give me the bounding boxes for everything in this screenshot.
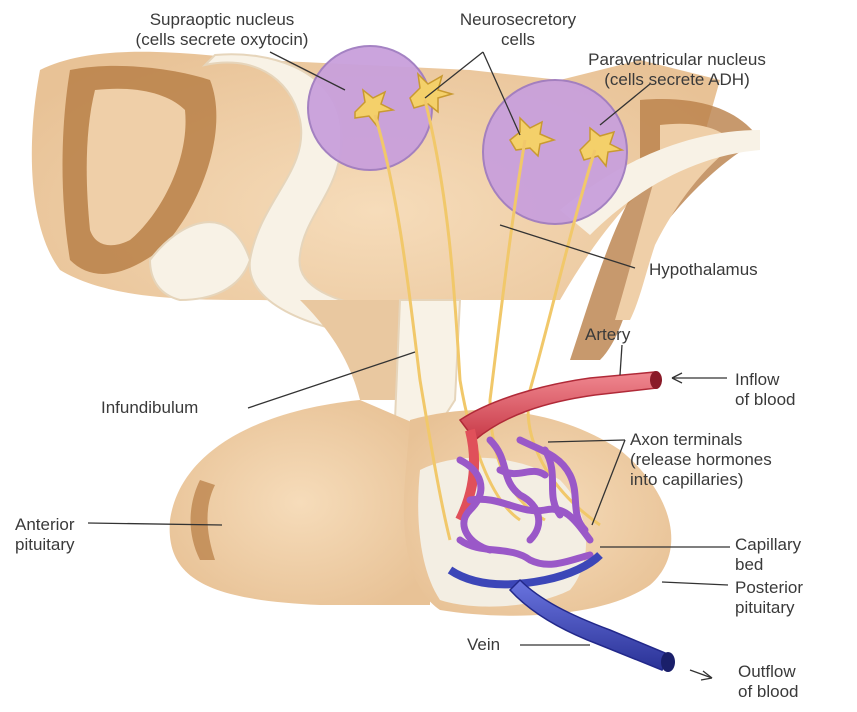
- label-line: Inflow: [735, 370, 796, 390]
- label-line: (cells secrete oxytocin): [97, 30, 347, 50]
- label-line: (release hormones: [630, 450, 772, 470]
- label-line: Axon terminals: [630, 430, 772, 450]
- label-line: pituitary: [15, 535, 75, 555]
- label-line: Infundibulum: [101, 398, 198, 418]
- label-vein: Vein: [467, 635, 500, 655]
- label-line: of blood: [735, 390, 796, 410]
- label-line: (cells secrete ADH): [547, 70, 807, 90]
- label-hypothalamus: Hypothalamus: [649, 260, 758, 280]
- label-line: bed: [735, 555, 801, 575]
- label-inflow-of-blood: Inflow of blood: [735, 370, 796, 410]
- label-line: of blood: [738, 682, 799, 702]
- label-line: Hypothalamus: [649, 260, 758, 280]
- label-line: Neurosecretory: [443, 10, 593, 30]
- label-paraventricular-nucleus: Paraventricular nucleus (cells secrete A…: [547, 50, 807, 90]
- label-neurosecretory-cells: Neurosecretory cells: [443, 10, 593, 50]
- label-line: into capillaries): [630, 470, 772, 490]
- label-line: Supraoptic nucleus: [97, 10, 347, 30]
- label-line: pituitary: [735, 598, 803, 618]
- label-line: Paraventricular nucleus: [547, 50, 807, 70]
- anterior-pituitary: [170, 400, 430, 605]
- label-line: Outflow: [738, 662, 799, 682]
- label-line: Posterior: [735, 578, 803, 598]
- label-axon-terminals: Axon terminals (release hormones into ca…: [630, 430, 772, 490]
- label-posterior-pituitary: Posterior pituitary: [735, 578, 803, 618]
- label-line: cells: [443, 30, 593, 50]
- label-artery: Artery: [585, 325, 630, 345]
- label-line: Artery: [585, 325, 630, 345]
- label-infundibulum: Infundibulum: [101, 398, 198, 418]
- label-capillary-bed: Capillary bed: [735, 535, 801, 575]
- label-line: Vein: [467, 635, 500, 655]
- label-line: Capillary: [735, 535, 801, 555]
- label-line: Anterior: [15, 515, 75, 535]
- label-supraoptic-nucleus: Supraoptic nucleus (cells secrete oxytoc…: [97, 10, 347, 50]
- label-anterior-pituitary: Anterior pituitary: [15, 515, 75, 555]
- label-outflow-of-blood: Outflow of blood: [738, 662, 799, 702]
